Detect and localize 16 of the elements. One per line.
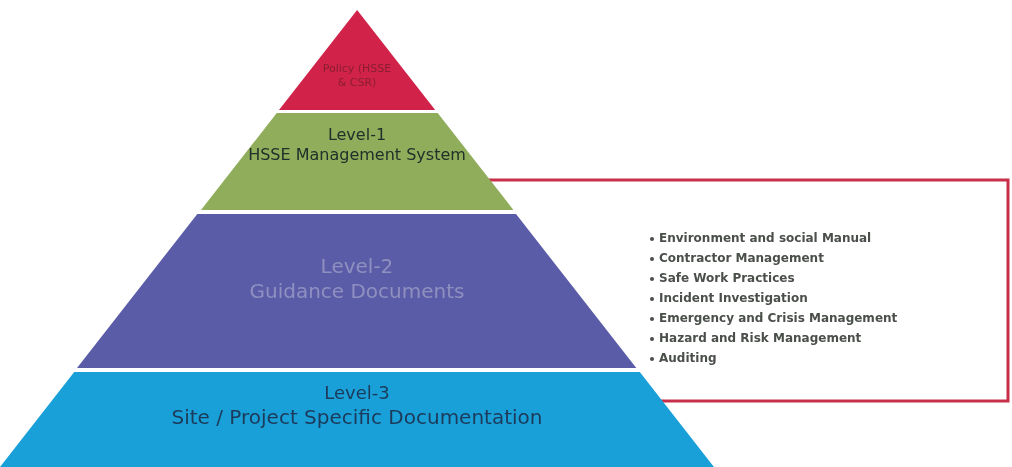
level-title: Level-3	[324, 382, 390, 405]
list-item-text: Environment and social Manual	[659, 231, 872, 245]
list-item-text: Incident Investigation	[659, 291, 808, 305]
level-text: HSSE Management System	[248, 145, 466, 165]
pyramid-band	[77, 214, 637, 368]
pyramid-band	[200, 113, 514, 210]
list-item-text: Emergency and Crisis Management	[659, 311, 898, 325]
list-item-text: Safe Work Practices	[659, 271, 795, 285]
policy-triangle	[278, 10, 436, 110]
list-item-text: Hazard and Risk Management	[659, 331, 862, 345]
level-text: Site / Project Specific Documentation	[171, 404, 543, 430]
level-title: Level-1	[327, 125, 387, 145]
list-item-text: Contractor Management	[659, 251, 824, 265]
level-text: Policy (HSSE & CSR)	[321, 62, 393, 90]
list-item-text: Auditing	[659, 351, 717, 365]
pyramid-band	[0, 372, 714, 467]
